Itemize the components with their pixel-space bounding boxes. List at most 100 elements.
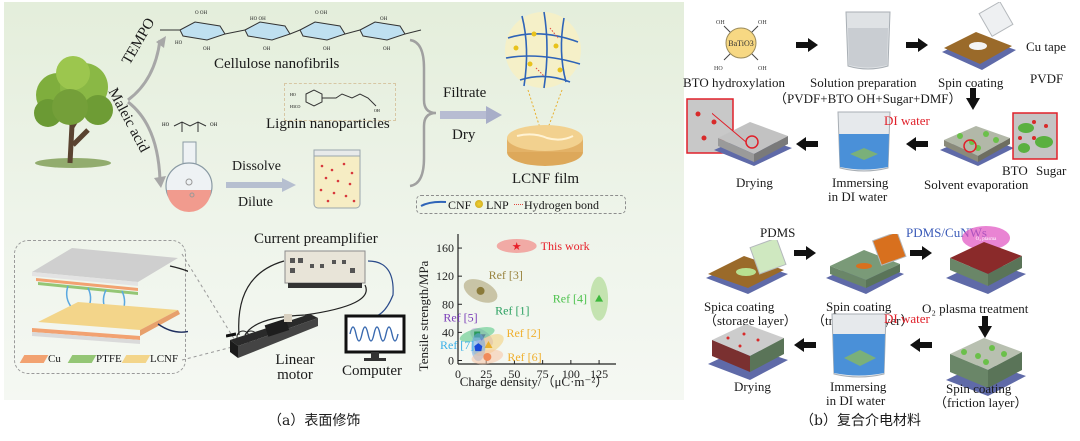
arrow-left-icon bbox=[794, 338, 816, 352]
chart-point-label: This work bbox=[541, 239, 590, 253]
chart-x-axis-label: Charge density/（μC·m⁻²） bbox=[460, 374, 609, 389]
friction-layer-icon bbox=[946, 338, 1026, 396]
hydrogen-bond-legend-icon bbox=[514, 204, 523, 205]
sugar-label: Sugar bbox=[1036, 163, 1067, 178]
ptfe-legend-label: PTFE bbox=[96, 353, 122, 365]
chart-x-tick-label: 0 bbox=[455, 367, 461, 381]
dry-label: Dry bbox=[452, 127, 476, 143]
pdms-label: PDMS bbox=[760, 225, 796, 240]
chart-y-tick-label: 160 bbox=[436, 241, 454, 255]
svg-text:OH: OH bbox=[374, 108, 380, 113]
chart-point-star: ★ bbox=[512, 241, 522, 253]
lnp-legend-dot-icon bbox=[475, 200, 483, 208]
dilute-label: Dilute bbox=[238, 195, 273, 210]
svg-text:HO: HO bbox=[714, 66, 723, 72]
cu-tape-label: Cu tape bbox=[1026, 39, 1067, 54]
arrow-left-icon bbox=[910, 338, 932, 352]
lnp-legend-label: LNP bbox=[486, 198, 509, 212]
linear-motor-icon bbox=[226, 314, 318, 358]
panel-b-caption: （b）复合介电材料 bbox=[800, 413, 921, 429]
lcnf-film-icon bbox=[507, 125, 583, 166]
chart-point-label: Ref [3] bbox=[489, 268, 523, 282]
cnf-network-zoom bbox=[505, 11, 581, 89]
svg-text:OH: OH bbox=[758, 66, 767, 72]
o2-plasma-treatment-label: O₂ plasma treatment bbox=[922, 301, 1029, 316]
svg-text:OH: OH bbox=[323, 47, 331, 52]
panel-a-caption: （a）表面修饰 bbox=[268, 413, 361, 429]
chart-point-label: Ref [4] bbox=[553, 292, 587, 306]
spin-coating-cu-tape-icon bbox=[942, 2, 1016, 70]
zoom-lines bbox=[527, 89, 563, 129]
ptfe-legend-swatch bbox=[67, 355, 97, 363]
arrow-right-icon bbox=[906, 38, 928, 52]
svg-text:OH: OH bbox=[758, 20, 767, 26]
chart-x-tick-label: 125 bbox=[590, 367, 608, 381]
dissolve-arrow bbox=[226, 178, 296, 192]
cnf-legend-line-icon bbox=[420, 200, 447, 207]
arrow-down-icon bbox=[966, 88, 980, 110]
di-water-label: DI water bbox=[884, 113, 930, 128]
solvent-evaporation-label: Solvent evaporation bbox=[924, 177, 1029, 192]
arrow-right-icon bbox=[910, 246, 932, 260]
chart-point-label: Ref [7] bbox=[440, 338, 474, 352]
in-di-water-2-label: in DI water bbox=[826, 393, 886, 408]
nanoparticle-beaker-icon bbox=[313, 149, 361, 209]
svg-text:HO OH: HO OH bbox=[250, 17, 266, 22]
chart-point-triangle bbox=[595, 294, 604, 302]
spin-coating-transport-icon bbox=[826, 234, 907, 294]
svg-text:H3CO: H3CO bbox=[290, 104, 301, 109]
lignin-nanoparticles-label: Lignin nanoparticles bbox=[266, 116, 390, 132]
chart-y-axis-label: Tensile strength/MPa bbox=[416, 260, 431, 371]
o2-plasma-label: O₂ plasma bbox=[976, 237, 998, 242]
porous-film-icon bbox=[712, 112, 792, 166]
current-preamplifier-label: Current preamplifier bbox=[254, 231, 378, 247]
chart-region-ellipse bbox=[496, 238, 537, 253]
di-water-beaker-2-icon bbox=[831, 313, 887, 378]
in-di-water-label: in DI water bbox=[828, 189, 888, 204]
arrow-left-icon bbox=[796, 137, 818, 151]
spica-coating-icon bbox=[706, 240, 788, 294]
flask-icon bbox=[165, 141, 213, 212]
lcnf-film-label: LCNF film bbox=[512, 171, 580, 187]
svg-text:OH: OH bbox=[263, 47, 271, 52]
solution-beaker-icon bbox=[845, 11, 891, 70]
spin-coating-friction-label: Spin coating bbox=[946, 381, 1012, 396]
bto-hydroxylation-label: BTO hydroxylation bbox=[683, 75, 785, 90]
chart-y-tick-label: 80 bbox=[442, 297, 454, 311]
teng-device-box bbox=[14, 240, 186, 374]
motor-label: motor bbox=[277, 367, 313, 383]
tree-icon bbox=[34, 56, 113, 168]
computer-icon bbox=[344, 314, 406, 361]
solvent-evaporation-icon bbox=[940, 126, 1014, 166]
chart-point-label: Ref [6] bbox=[507, 350, 541, 364]
lcnf-legend-swatch bbox=[121, 355, 151, 363]
linear-motor-label: Linear motor bbox=[270, 353, 320, 383]
chart-y-tick-label: 120 bbox=[436, 269, 454, 283]
chart-point-circle bbox=[483, 352, 492, 361]
lignin-structure: HO H3CO OH bbox=[290, 89, 380, 113]
svg-text:OH: OH bbox=[203, 47, 211, 52]
arrow-right-icon bbox=[794, 246, 816, 260]
microstructure-inset-icon bbox=[1012, 112, 1058, 160]
brace-icon bbox=[409, 38, 437, 188]
svg-text:HO: HO bbox=[175, 41, 183, 46]
svg-text:O OH: O OH bbox=[195, 11, 207, 16]
device-connector-lines bbox=[181, 253, 237, 361]
spica-coating-label: Spica coating bbox=[704, 299, 775, 314]
immersing-2-label: Immersing bbox=[830, 379, 887, 394]
pvdf-label: PVDF bbox=[1030, 71, 1064, 86]
lcnf-legend-label: LCNF bbox=[150, 353, 179, 365]
spin-coating-label: Spin coating bbox=[938, 75, 1004, 90]
svg-text:HO: HO bbox=[290, 92, 296, 97]
filtrate-label: Filtrate bbox=[443, 85, 487, 101]
branch-arrows bbox=[127, 36, 166, 188]
immersing-label: Immersing bbox=[832, 175, 889, 190]
chart-x-tick-label: 100 bbox=[562, 367, 580, 381]
chart-point-label: Ref [1] bbox=[495, 303, 529, 317]
di-water-2-label: DI water bbox=[884, 311, 930, 326]
chart-point-triangle bbox=[484, 341, 493, 349]
drying-label: Drying bbox=[736, 175, 773, 190]
